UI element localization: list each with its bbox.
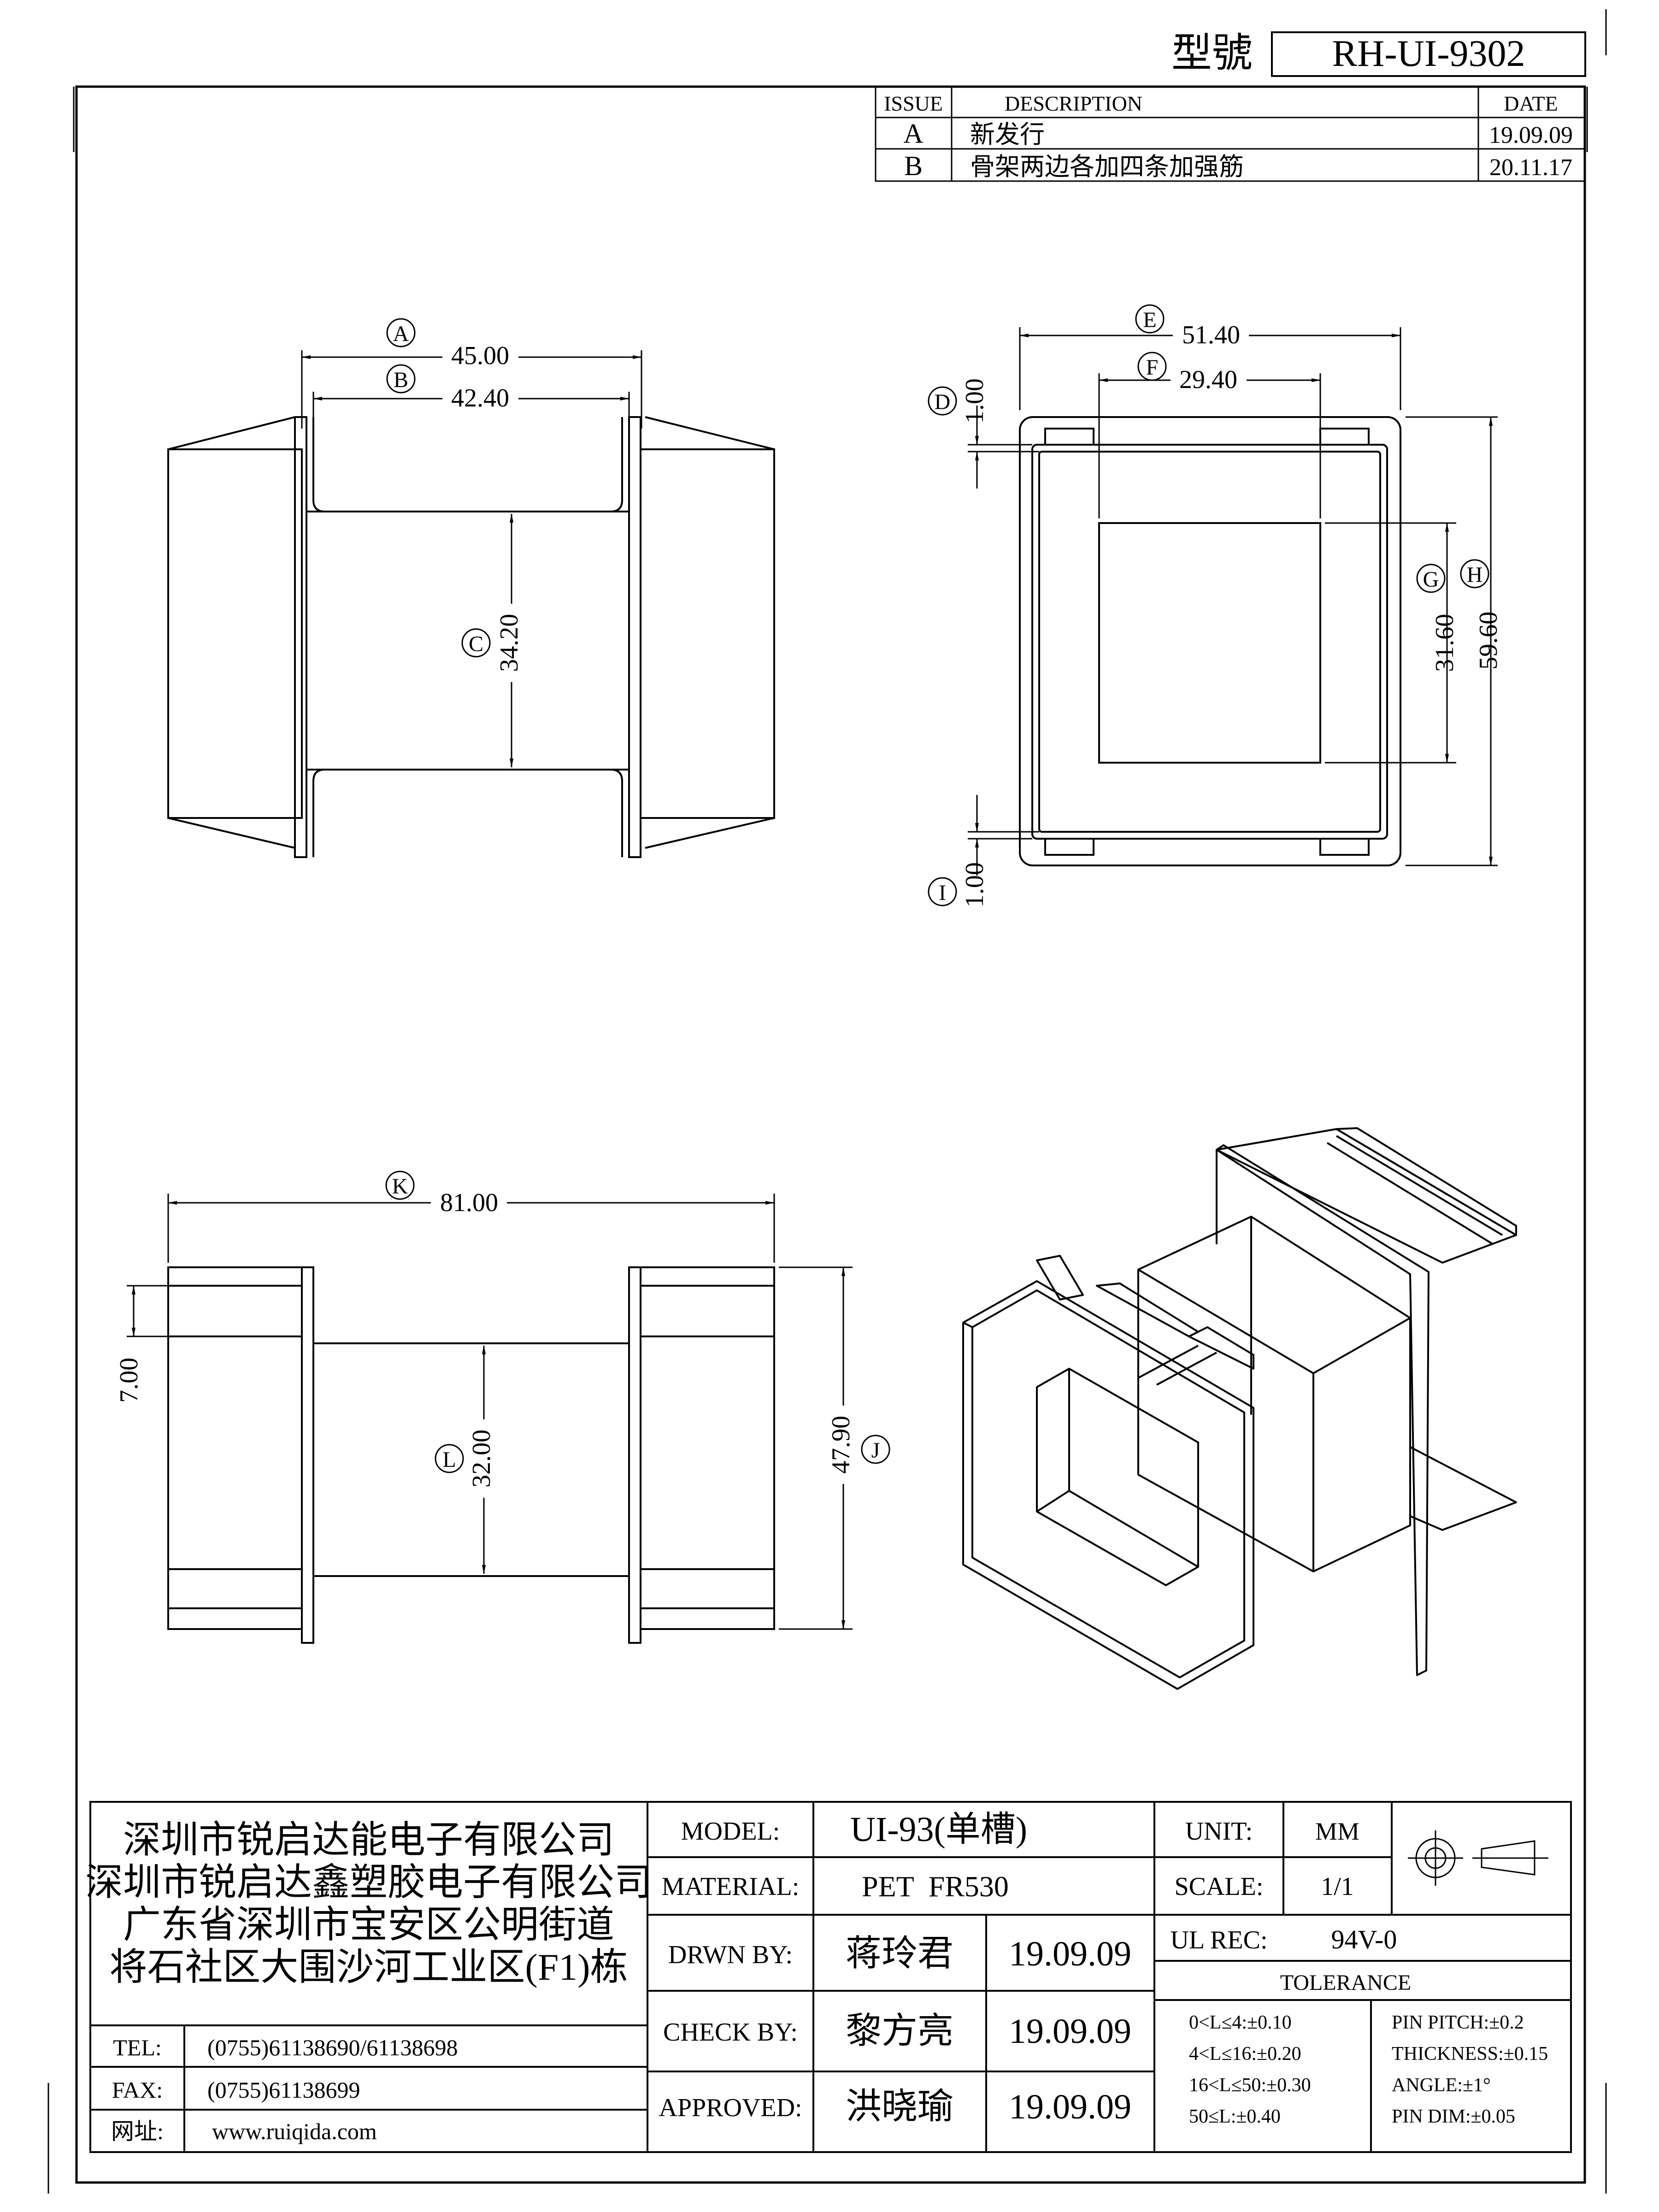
fax-label: FAX: — [112, 2077, 163, 2103]
material-value: PET FR530 — [862, 1870, 1009, 1903]
tolerance-row: 50≤L:±0.40 — [1189, 2106, 1281, 2127]
front-view-dim-labels: 45.00 42.40 34.20 A B C — [386, 318, 525, 682]
check-date: 19.09.09 — [1009, 2012, 1131, 2051]
check-by-value: 黎方亮 — [846, 2011, 953, 2051]
dim-value-d: 1.00 — [960, 378, 989, 424]
dim-tag-l: L — [442, 1447, 456, 1472]
projection-symbol-icon — [1408, 1830, 1548, 1886]
dim-value-f: 29.40 — [1179, 365, 1237, 394]
front-view — [167, 416, 775, 858]
rev-row-issue: B — [904, 151, 923, 181]
unit-label: UNIT: — [1185, 1817, 1253, 1846]
tolerance-title: TOLERANCE — [1280, 1971, 1411, 1995]
end-view-dim-labels: 51.40 E 29.40 F 59.60 H 31.60 G 1.00 D 1… — [928, 304, 1503, 907]
dim-value-7: 7.00 — [115, 1358, 143, 1403]
tolerance-row: 0<L≤4:±0.10 — [1189, 2012, 1292, 2033]
company-name-1: 深圳市锐启达能电子有限公司 — [123, 1819, 614, 1861]
rev-row-date: 20.11.17 — [1489, 154, 1572, 181]
model-label: MODEL: — [681, 1817, 780, 1846]
web-value: www.ruiqida.com — [212, 2118, 377, 2144]
top-view-dim-labels: 81.00 K 32.00 L 47.90 J 7.00 — [115, 1171, 890, 1498]
dim-value-a: 45.00 — [451, 341, 509, 370]
dim-tag-d: D — [935, 390, 951, 414]
isometric-view — [962, 1127, 1517, 1690]
dim-tag-k: K — [392, 1174, 408, 1199]
ul-value: 94V-0 — [1331, 1924, 1397, 1954]
check-by-label: CHECK BY: — [663, 2018, 798, 2047]
tolerance-row: 16<L≤50:±0.30 — [1189, 2075, 1311, 2096]
dim-value-g: 31.60 — [1430, 614, 1459, 672]
rev-col-description: DESCRIPTION — [1005, 92, 1142, 115]
dim-value-c: 34.20 — [495, 614, 524, 672]
dim-tag-b: B — [394, 368, 408, 392]
end-view-dimensions — [968, 327, 1498, 876]
dim-tag-e: E — [1143, 308, 1156, 332]
drawing-frame — [47, 9, 1607, 2194]
tolerance-row: 4<L≤16:±0.20 — [1189, 2043, 1301, 2065]
dim-tag-f: F — [1146, 355, 1159, 380]
company-name-2: 深圳市锐启达鑫塑胶电子有限公司 — [85, 1861, 652, 1903]
unit-value: MM — [1315, 1818, 1359, 1845]
revision-table: ISSUE DESCRIPTION DATE A 新发行 19.09.09 B … — [875, 86, 1586, 182]
dim-tag-h: H — [1467, 563, 1483, 587]
rev-col-date: DATE — [1504, 92, 1558, 115]
dim-value-j: 47.90 — [827, 1416, 855, 1474]
approved-label: APPROVED: — [659, 2094, 802, 2122]
approved-value: 洪晓瑜 — [846, 2086, 953, 2126]
end-view — [1019, 416, 1401, 866]
dim-value-h: 59.60 — [1474, 612, 1503, 670]
top-view — [167, 1266, 775, 1644]
ul-label: UL REC: — [1170, 1926, 1267, 1954]
scale-value: 1/1 — [1321, 1872, 1354, 1901]
top-view-dimensions — [127, 1194, 853, 1630]
dim-tag-c: C — [469, 632, 483, 656]
rev-row-issue: A — [903, 118, 923, 149]
model-value: UI-93(单槽) — [850, 1810, 1027, 1849]
dim-tag-i: I — [939, 881, 946, 905]
drawn-date: 19.09.09 — [1009, 1935, 1131, 1973]
dim-value-k: 81.00 — [440, 1188, 498, 1217]
fax-value: (0755)61138699 — [207, 2077, 360, 2103]
dim-value-b: 42.40 — [451, 384, 509, 412]
tolerance-row: PIN PITCH:±0.2 — [1392, 2012, 1524, 2033]
rev-row-desc: 骨架两边各加四条加强筋 — [970, 153, 1244, 181]
tel-label: TEL: — [113, 2035, 162, 2060]
dim-value-i: 1.00 — [960, 862, 989, 907]
web-label: 网址: — [111, 2118, 164, 2144]
approved-date: 19.09.09 — [1009, 2088, 1131, 2126]
material-label: MATERIAL: — [662, 1872, 800, 1901]
model-number-header: 型號 RH-UI-9302 — [1171, 31, 1586, 77]
scale-label: SCALE: — [1175, 1872, 1264, 1901]
rev-col-issue: ISSUE — [884, 92, 943, 115]
tolerance-row: ANGLE:±1° — [1392, 2075, 1491, 2096]
model-no-label: 型號 — [1171, 31, 1253, 76]
drawn-by-label: DRWN BY: — [668, 1941, 793, 1969]
dim-tag-a: A — [393, 322, 409, 346]
rev-row-date: 19.09.09 — [1489, 122, 1573, 148]
company-address-2: 将石社区大围沙河工业区(F1)栋 — [109, 1946, 628, 1988]
model-no-value: RH-UI-9302 — [1332, 32, 1525, 74]
tolerance-row: PIN DIM:±0.05 — [1392, 2106, 1515, 2127]
dim-value-l: 32.00 — [467, 1430, 496, 1488]
rev-row-desc: 新发行 — [970, 121, 1045, 148]
tolerance-row: THICKNESS:±0.15 — [1392, 2043, 1548, 2065]
dim-tag-j: J — [871, 1438, 880, 1463]
dim-tag-g: G — [1423, 567, 1439, 592]
front-view-dimensions — [301, 350, 642, 768]
company-address-1: 广东省深圳市宝安区公明街道 — [123, 1904, 614, 1946]
drawn-by-value: 蒋玲君 — [846, 1933, 953, 1973]
tel-value: (0755)61138690/61138698 — [207, 2035, 458, 2060]
title-block: 深圳市锐启达能电子有限公司 深圳市锐启达鑫塑胶电子有限公司 广东省深圳市宝安区公… — [85, 1801, 1572, 2153]
dim-value-e: 51.40 — [1182, 321, 1240, 349]
